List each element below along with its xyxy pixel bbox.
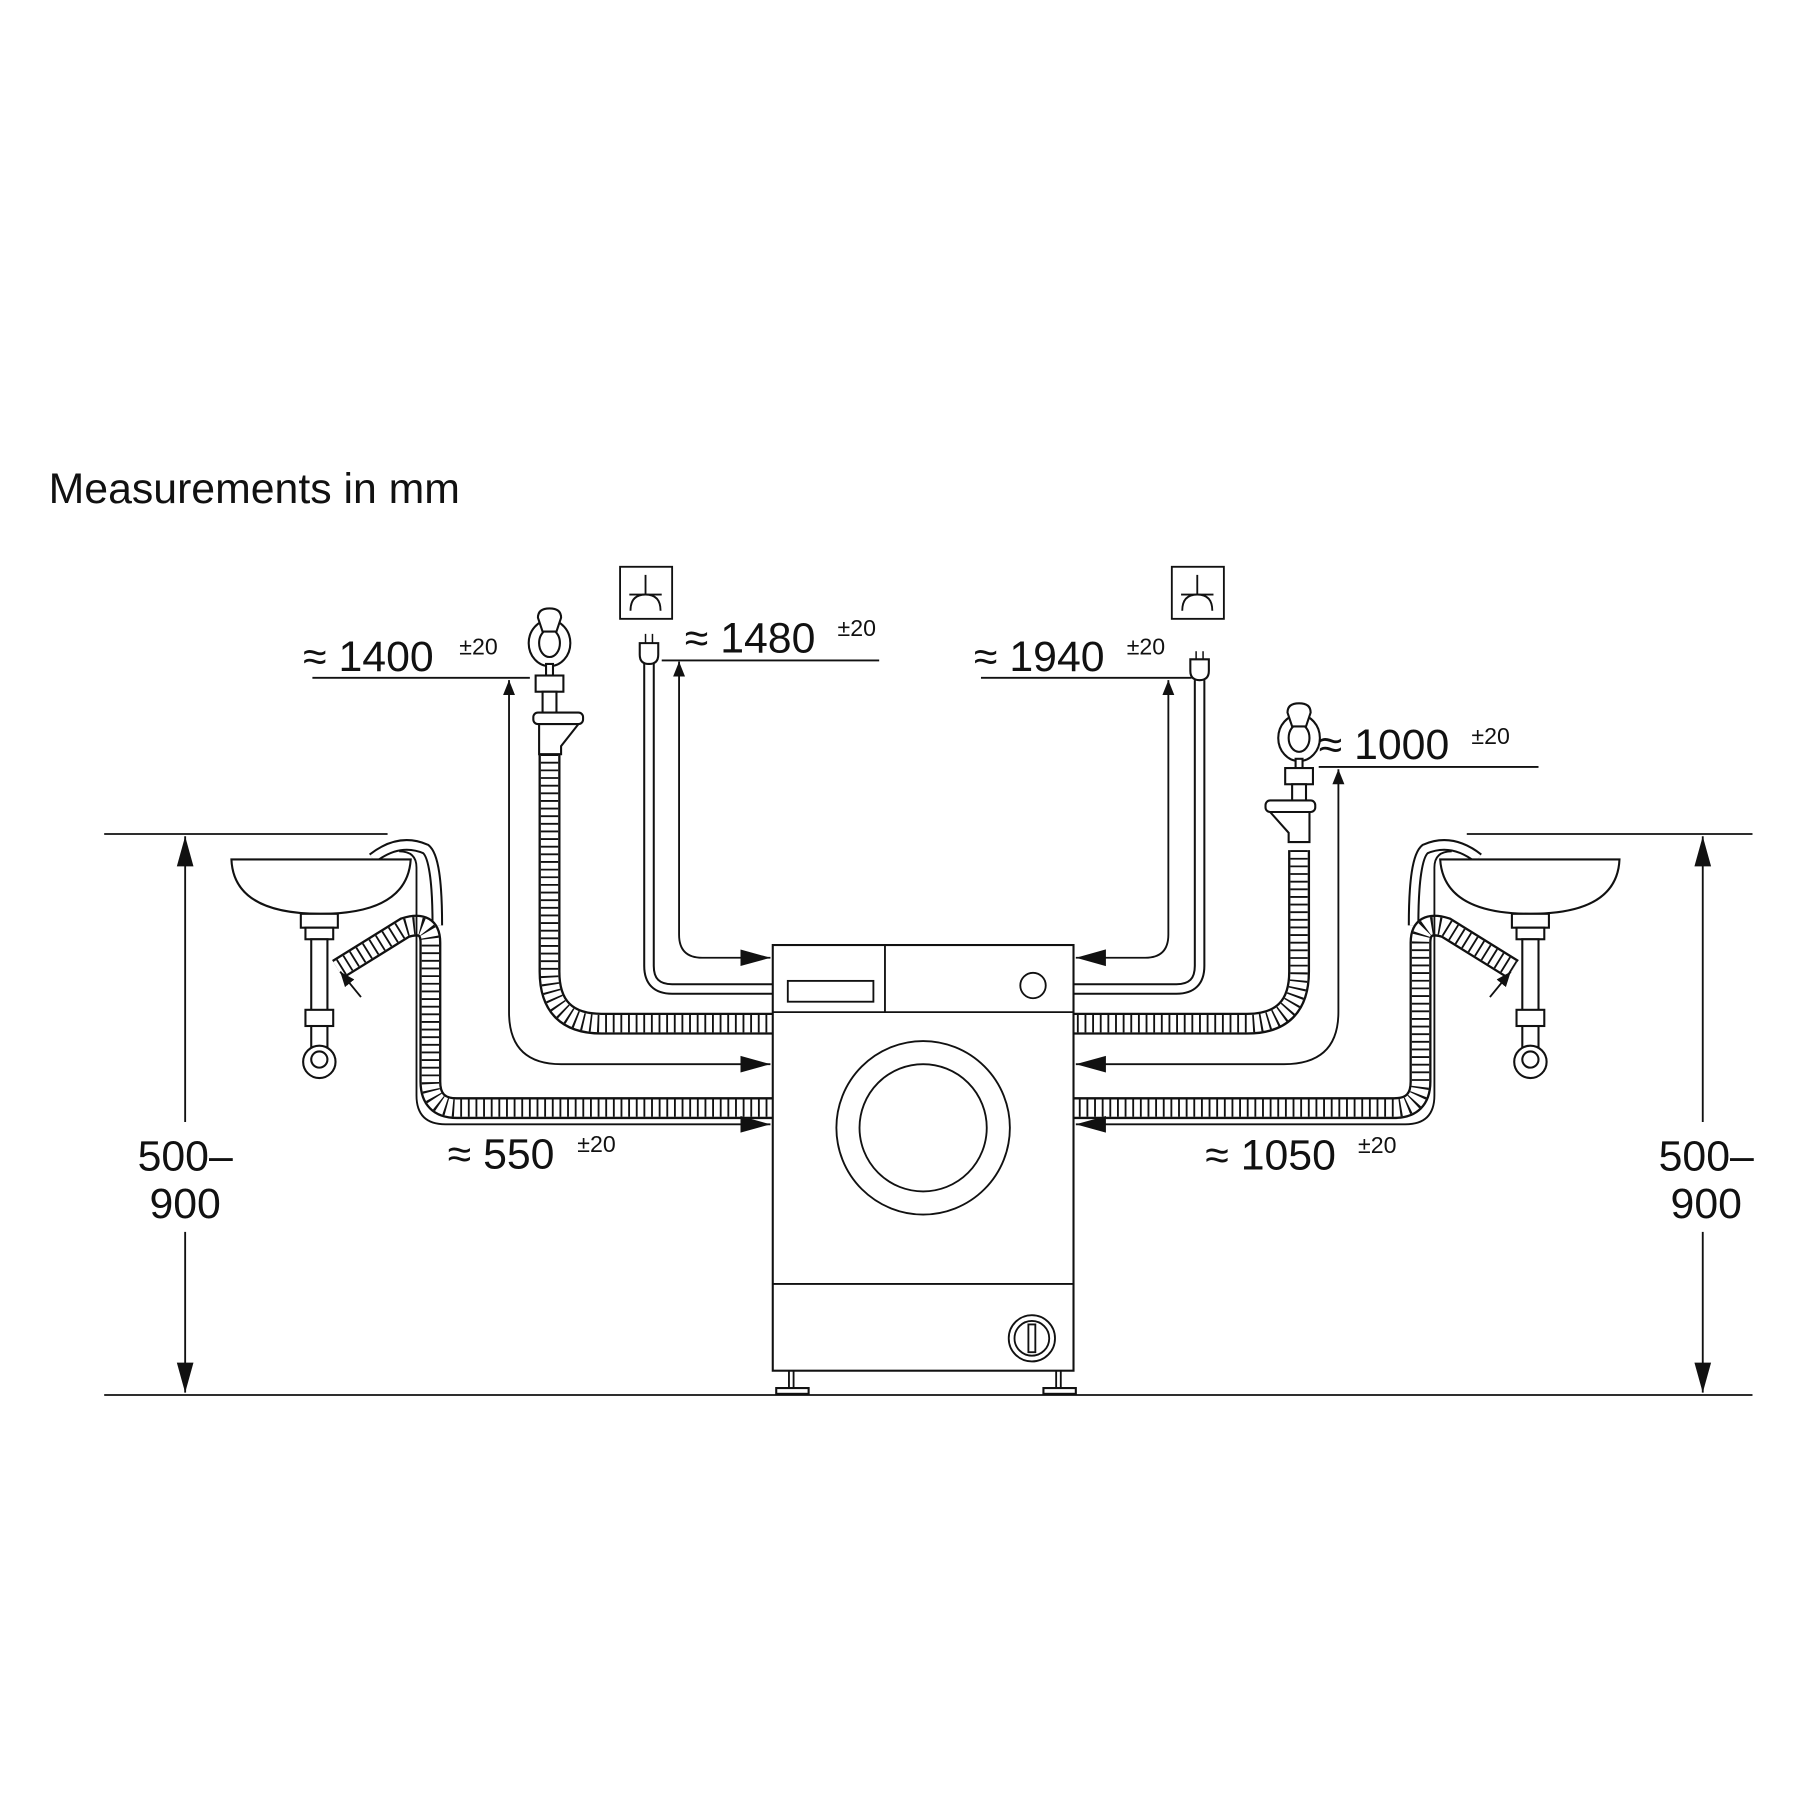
door-glass <box>858 1063 988 1193</box>
display-panel <box>786 979 875 1003</box>
inlet-right-tolerance: ±20 <box>1471 723 1509 749</box>
pump-cover <box>1007 1314 1056 1363</box>
power-right-tolerance: ±20 <box>1127 634 1165 660</box>
label-drain-left: ≈ 550 ±20 <box>448 1130 616 1178</box>
height-right-line1: 500– <box>1659 1133 1754 1181</box>
floor-line <box>104 833 1753 1396</box>
height-dimension-left: 500– 900 <box>127 836 243 1393</box>
water-tap-icon <box>1264 702 1321 844</box>
inlet-hose-right <box>1071 850 1311 1035</box>
dimension-arrows <box>312 659 1539 1133</box>
title: Measurements in mm <box>49 465 460 513</box>
height-left-line2: 900 <box>149 1180 220 1228</box>
socket-symbol-icon <box>619 565 674 620</box>
drain-right-value: ≈ 1050 <box>1205 1131 1336 1179</box>
drain-hose-left <box>332 839 776 1120</box>
power-cord-right <box>1071 680 1206 995</box>
sink-left-icon <box>230 858 412 1080</box>
label-power-right: ≈ 1940 ±20 <box>974 633 1165 681</box>
power-plug-icon <box>1189 651 1210 682</box>
socket-symbol-icon <box>1170 565 1225 620</box>
drain-right-tolerance: ±20 <box>1358 1132 1396 1158</box>
inlet-left-value: ≈ 1400 <box>303 633 434 681</box>
inlet-right-value: ≈ 1000 <box>1319 721 1450 769</box>
height-right-line2: 900 <box>1671 1180 1742 1228</box>
water-tap-icon <box>527 607 585 756</box>
washing-machine-icon <box>771 943 1077 1395</box>
power-left-value: ≈ 1480 <box>685 614 816 662</box>
sink-right-icon <box>1439 858 1621 1080</box>
label-drain-right: ≈ 1050 ±20 <box>1205 1131 1396 1179</box>
power-plug-icon <box>638 633 660 665</box>
power-right-value: ≈ 1940 <box>974 633 1105 681</box>
height-left-line1: 500– <box>138 1133 233 1181</box>
power-cord-left <box>643 661 776 995</box>
program-knob <box>1019 971 1047 1000</box>
label-power-left: ≈ 1480 ±20 <box>685 614 876 662</box>
power-left-tolerance: ±20 <box>838 615 876 641</box>
drain-left-value: ≈ 550 <box>448 1130 555 1178</box>
label-inlet-right: ≈ 1000 ±20 <box>1319 721 1510 769</box>
inlet-left-tolerance: ±20 <box>459 634 497 660</box>
drain-left-tolerance: ±20 <box>577 1131 615 1157</box>
label-inlet-left: ≈ 1400 ±20 <box>303 633 498 681</box>
height-dimension-right: 500– 900 <box>1648 836 1765 1393</box>
door-outer <box>835 1040 1011 1216</box>
drain-hose-right <box>1071 839 1519 1120</box>
